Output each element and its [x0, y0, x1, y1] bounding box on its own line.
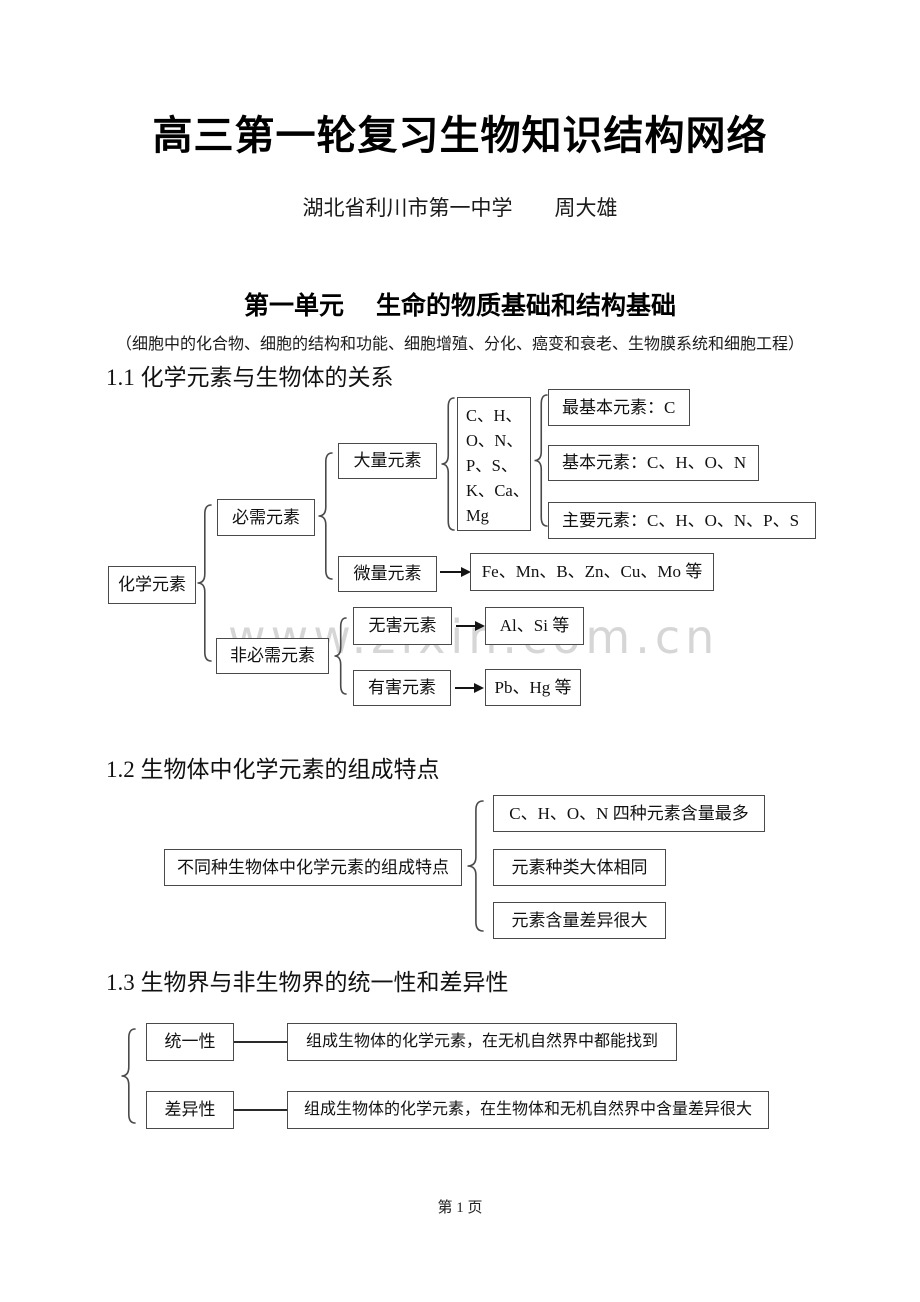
node-micro-element-list: Fe、Mn、B、Zn、Cu、Mo 等 [470, 553, 714, 591]
node-harmless-elements: 无害元素 [353, 607, 452, 645]
page-number: 第 1 页 [437, 1200, 483, 1216]
node-main-elements: 主要元素：C、H、O、N、P、S [548, 502, 816, 539]
node-micro-elements: 微量元素 [338, 556, 437, 592]
brace-icon [440, 397, 455, 531]
node-point-amounts-differ: 元素含量差异很大 [493, 902, 666, 939]
connector-line [234, 1109, 287, 1111]
brace-icon [317, 452, 333, 580]
unit-heading: 第一单元 生命的物质基础和结构基础 [244, 292, 676, 320]
node-essential-elements: 必需元素 [217, 499, 315, 536]
section-1-1-heading: 1.1 化学元素与生物体的关系 [106, 365, 394, 390]
page-title: 高三第一轮复习生物知识结构网络 [152, 114, 768, 158]
node-point-chon-most: C、H、O、N 四种元素含量最多 [493, 795, 765, 832]
arrow-icon [456, 620, 485, 631]
section-1-2-heading: 1.2 生物体中化学元素的组成特点 [106, 757, 440, 782]
brace-icon [333, 617, 347, 695]
node-chemical-elements: 化学元素 [108, 566, 196, 604]
node-basic-elements: 基本元素：C、H、O、N [548, 445, 759, 481]
node-difference-label: 差异性 [146, 1091, 234, 1129]
brace-icon [196, 504, 212, 662]
node-macro-elements: 大量元素 [338, 443, 437, 479]
node-non-essential-elements: 非必需元素 [216, 638, 329, 674]
connector-line [234, 1041, 287, 1043]
node-macro-element-list: C、H、 O、N、 P、S、 K、Ca、 Mg [457, 397, 531, 531]
node-difference-description: 组成生物体的化学元素，在生物体和无机自然界中含量差异很大 [287, 1091, 769, 1129]
node-unity-label: 统一性 [146, 1023, 234, 1061]
node-harmless-element-list: Al、Si 等 [485, 607, 584, 645]
node-most-basic-element: 最基本元素：C [548, 389, 690, 426]
node-harmful-elements: 有害元素 [353, 670, 451, 706]
node-composition-features: 不同种生物体中化学元素的组成特点 [164, 849, 462, 886]
section-1-3-heading: 1.3 生物界与非生物界的统一性和差异性 [106, 970, 509, 995]
brace-icon [533, 394, 548, 527]
node-unity-description: 组成生物体的化学元素，在无机自然界中都能找到 [287, 1023, 677, 1061]
node-harmful-element-list: Pb、Hg 等 [485, 669, 581, 706]
arrow-icon [455, 682, 484, 693]
node-point-kinds-similar: 元素种类大体相同 [493, 849, 666, 886]
arrow-icon [440, 566, 471, 577]
author-byline: 湖北省利川市第一中学 周大雄 [302, 196, 618, 220]
unit-note: （细胞中的化合物、细胞的结构和功能、细胞增殖、分化、癌变和衰老、生物膜系统和细胞… [115, 336, 804, 353]
brace-icon [120, 1028, 136, 1124]
brace-icon [466, 800, 484, 932]
